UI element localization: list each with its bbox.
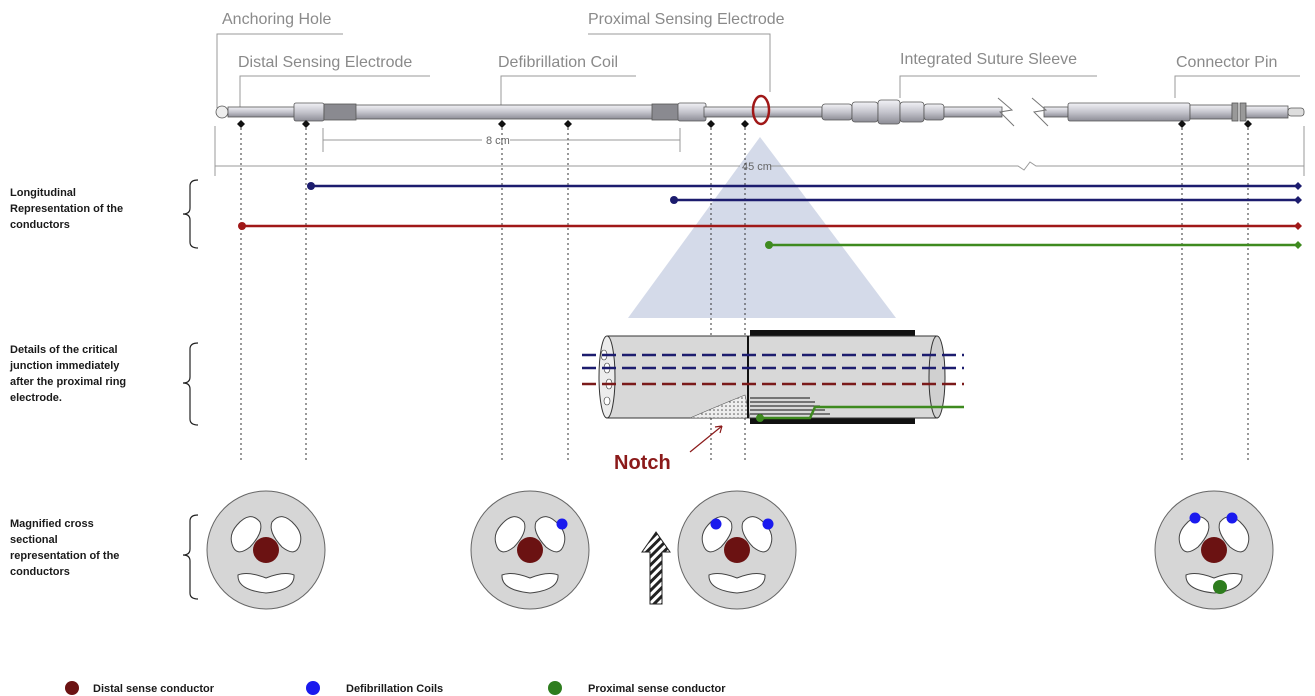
magnification-cone [628, 137, 896, 318]
coil-length-label: 8 cm [486, 135, 510, 147]
legend-proximal-label: Proximal sense conductor [588, 683, 726, 695]
legend-defib-swatch [306, 681, 320, 695]
junction-detail [582, 330, 964, 424]
suture-sleeve-label: Integrated Suture Sleeve [900, 51, 1077, 68]
legend-distal-swatch [65, 681, 79, 695]
defib-coil-label: Defibrillation Coil [498, 54, 618, 71]
anchoring-hole-label: Anchoring Hole [222, 11, 332, 28]
dimension-lines [214, 126, 1305, 176]
connector-pin-label: Connector Pin [1176, 54, 1277, 71]
row-brackets [182, 179, 199, 600]
junction-row-label: Details of the critical junction immedia… [9, 344, 129, 404]
cross-section-connector [1154, 490, 1274, 610]
notch-label: Notch [614, 452, 671, 474]
cross-section-distal [206, 490, 326, 610]
dotted-guides [240, 128, 1249, 462]
cross-section-coil-1 [470, 490, 590, 610]
notch-arrow [689, 425, 723, 453]
proximal-sensing-label: Proximal Sensing Electrode [588, 11, 785, 28]
label-leaders [216, 33, 1300, 108]
legend-defib-label: Defibrillation Coils [346, 683, 443, 695]
legend-distal-label: Distal sense conductor [93, 683, 215, 695]
distal-sensing-label: Distal Sensing Electrode [238, 54, 412, 71]
transition-arrow [641, 531, 671, 605]
cross-section-coil-2 [677, 490, 797, 610]
cross-sections [206, 490, 1274, 610]
lead-body [215, 99, 1305, 125]
longitudinal-conductors [238, 182, 1302, 249]
legend-proximal-swatch [548, 681, 562, 695]
longitudinal-row-label: Longitudinal Representation of the condu… [10, 187, 126, 231]
proximal-electrode-marker [751, 94, 771, 126]
break-marks [997, 97, 1049, 127]
legend: Distal sense conductor Defibrillation Co… [65, 681, 726, 695]
lead-length-label: 45 cm [742, 161, 772, 173]
position-markers [237, 120, 1252, 128]
cross-section-row-label: Magnified cross sectional representation… [10, 518, 122, 578]
